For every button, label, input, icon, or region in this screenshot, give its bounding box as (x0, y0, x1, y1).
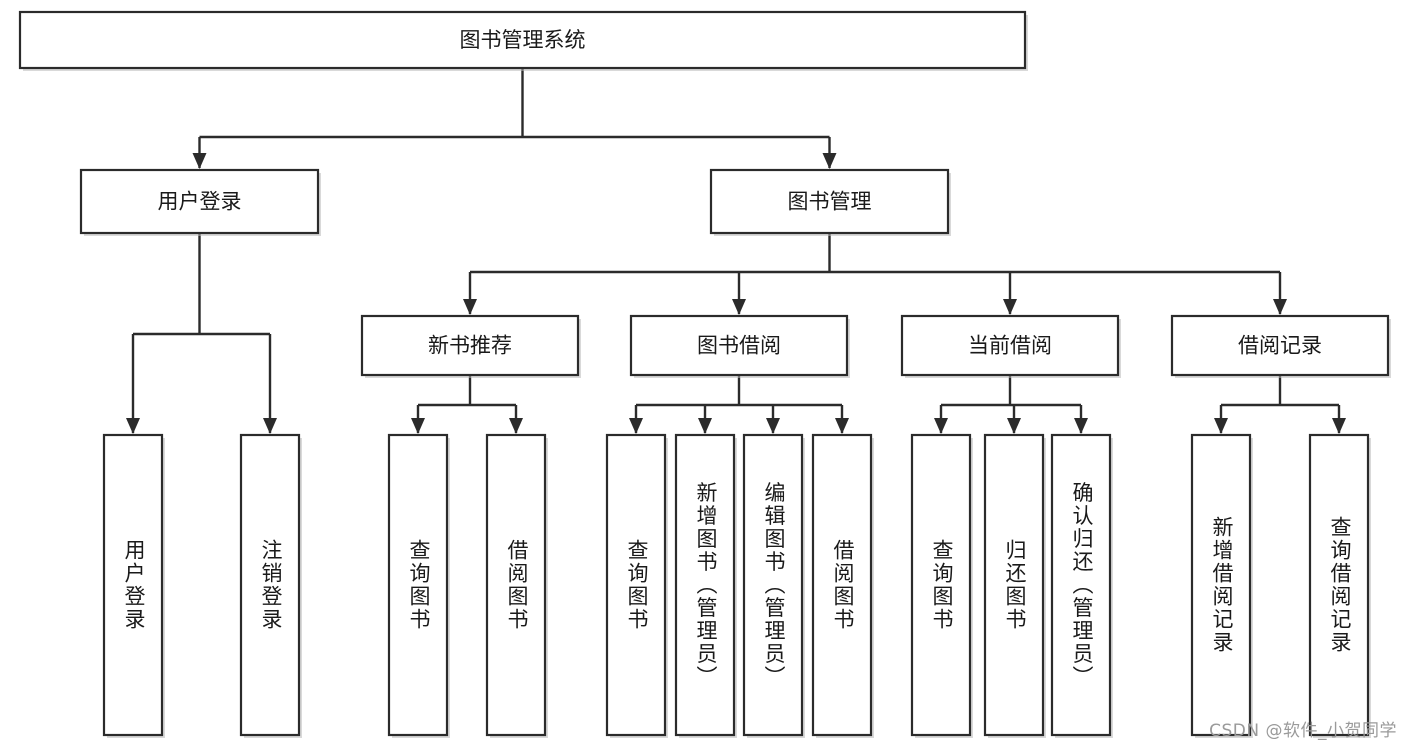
connector-root-arrow-1 (822, 153, 837, 169)
connector-current-borrow-arrow-1 (1007, 418, 1021, 434)
node-current-borrow-box[interactable] (900, 314, 1120, 377)
connector-root-arrow-0 (192, 153, 207, 169)
connector-book-borrow-arrow-0 (629, 418, 643, 434)
node-layer: 图书管理系统用户登录图书管理新书推荐图书借阅当前借阅借阅记录用户登录注销登录查询… (18, 10, 1391, 738)
connector-new-book-recommend-arrow-1 (509, 418, 523, 434)
node-leaf-query-book-current-label: 查询图书 (930, 539, 954, 631)
node-root[interactable]: 图书管理系统 (18, 10, 1028, 71)
node-book-borrow[interactable]: 图书借阅 (629, 314, 850, 378)
node-user-login-label: 用户登录 (158, 190, 242, 214)
connector-layer (126, 68, 1346, 434)
node-leaf-add-book-admin[interactable]: 新增图书（管理员） (674, 433, 737, 738)
node-current-borrow-label: 当前借阅 (968, 334, 1052, 358)
node-leaf-query-book-borrow-box[interactable] (605, 433, 667, 737)
node-leaf-query-book-borrow-label: 查询图书 (625, 539, 649, 631)
connector-borrow-record-arrow-0 (1214, 418, 1228, 434)
node-book-management-label: 图书管理 (788, 190, 872, 214)
node-leaf-user-login-label: 用户登录 (122, 539, 146, 631)
node-leaf-confirm-return-admin-box[interactable] (1050, 433, 1112, 737)
node-new-book-recommend-label: 新书推荐 (428, 334, 512, 358)
node-leaf-edit-book-admin-label: 编辑图书（管理员） (762, 482, 786, 689)
node-leaf-return-book-label: 归还图书 (1003, 539, 1027, 631)
node-leaf-query-book-borrow[interactable]: 查询图书 (605, 433, 668, 738)
node-leaf-borrow-book-recommend[interactable]: 借阅图书 (485, 433, 548, 738)
node-borrow-record[interactable]: 借阅记录 (1170, 314, 1391, 378)
connector-book-management-arrow-2 (1003, 299, 1017, 315)
node-leaf-query-borrow-record[interactable]: 查询借阅记录 (1308, 433, 1371, 738)
node-user-login-box[interactable] (79, 168, 320, 235)
node-book-borrow-box[interactable] (629, 314, 849, 377)
node-leaf-add-book-admin-label: 新增图书（管理员） (694, 482, 718, 689)
node-borrow-record-label: 借阅记录 (1238, 334, 1322, 358)
connector-book-borrow-arrow-2 (766, 418, 780, 434)
node-root-label: 图书管理系统 (460, 28, 586, 52)
node-leaf-logout-box[interactable] (239, 433, 301, 737)
node-leaf-query-book-current-box[interactable] (910, 433, 972, 737)
node-leaf-edit-book-admin-box[interactable] (742, 433, 804, 737)
node-leaf-logout-label: 注销登录 (259, 539, 283, 631)
node-leaf-add-borrow-record-label: 新增借阅记录 (1210, 516, 1234, 654)
node-new-book-recommend[interactable]: 新书推荐 (360, 314, 581, 378)
connector-book-borrow-arrow-1 (698, 418, 712, 434)
connector-new-book-recommend-arrow-0 (411, 418, 425, 434)
node-leaf-borrow-book-recommend-box[interactable] (485, 433, 547, 737)
node-leaf-borrow-book-label: 借阅图书 (831, 539, 855, 631)
node-borrow-record-box[interactable] (1170, 314, 1390, 377)
node-leaf-add-borrow-record[interactable]: 新增借阅记录 (1190, 433, 1253, 738)
node-leaf-borrow-book-box[interactable] (811, 433, 873, 737)
node-current-borrow[interactable]: 当前借阅 (900, 314, 1121, 378)
connector-book-borrow-arrow-3 (835, 418, 849, 434)
connector-book-management-arrow-1 (732, 299, 746, 315)
node-leaf-user-login[interactable]: 用户登录 (102, 433, 165, 738)
node-book-management[interactable]: 图书管理 (709, 168, 951, 236)
node-leaf-return-book[interactable]: 归还图书 (983, 433, 1046, 738)
node-leaf-query-book-recommend-label: 查询图书 (407, 539, 431, 631)
connector-current-borrow-arrow-2 (1074, 418, 1088, 434)
connector-borrow-record-arrow-1 (1332, 418, 1346, 434)
connector-book-management-arrow-0 (463, 299, 477, 315)
node-leaf-return-book-box[interactable] (983, 433, 1045, 737)
node-leaf-confirm-return-admin[interactable]: 确认归还（管理员） (1050, 433, 1113, 738)
node-leaf-confirm-return-admin-label: 确认归还（管理员） (1070, 482, 1094, 689)
node-leaf-logout[interactable]: 注销登录 (239, 433, 302, 738)
node-book-borrow-label: 图书借阅 (697, 334, 781, 358)
connector-current-borrow-arrow-0 (934, 418, 948, 434)
node-leaf-borrow-book[interactable]: 借阅图书 (811, 433, 874, 738)
node-leaf-query-book-recommend[interactable]: 查询图书 (387, 433, 450, 738)
node-leaf-query-borrow-record-label: 查询借阅记录 (1328, 516, 1352, 654)
node-leaf-query-book-current[interactable]: 查询图书 (910, 433, 973, 738)
node-leaf-add-book-admin-box[interactable] (674, 433, 736, 737)
node-new-book-recommend-box[interactable] (360, 314, 580, 377)
node-user-login[interactable]: 用户登录 (79, 168, 321, 236)
node-leaf-user-login-box[interactable] (102, 433, 164, 737)
node-leaf-borrow-book-recommend-label: 借阅图书 (505, 539, 529, 631)
node-leaf-query-book-recommend-box[interactable] (387, 433, 449, 737)
node-leaf-query-borrow-record-box[interactable] (1308, 433, 1370, 737)
node-leaf-add-borrow-record-box[interactable] (1190, 433, 1252, 737)
node-leaf-edit-book-admin[interactable]: 编辑图书（管理员） (742, 433, 805, 738)
node-book-management-box[interactable] (709, 168, 950, 235)
node-root-box[interactable] (18, 10, 1027, 70)
connector-user-login-arrow-1 (263, 418, 277, 434)
connector-user-login-arrow-0 (126, 418, 140, 434)
connector-book-management-arrow-3 (1273, 299, 1287, 315)
